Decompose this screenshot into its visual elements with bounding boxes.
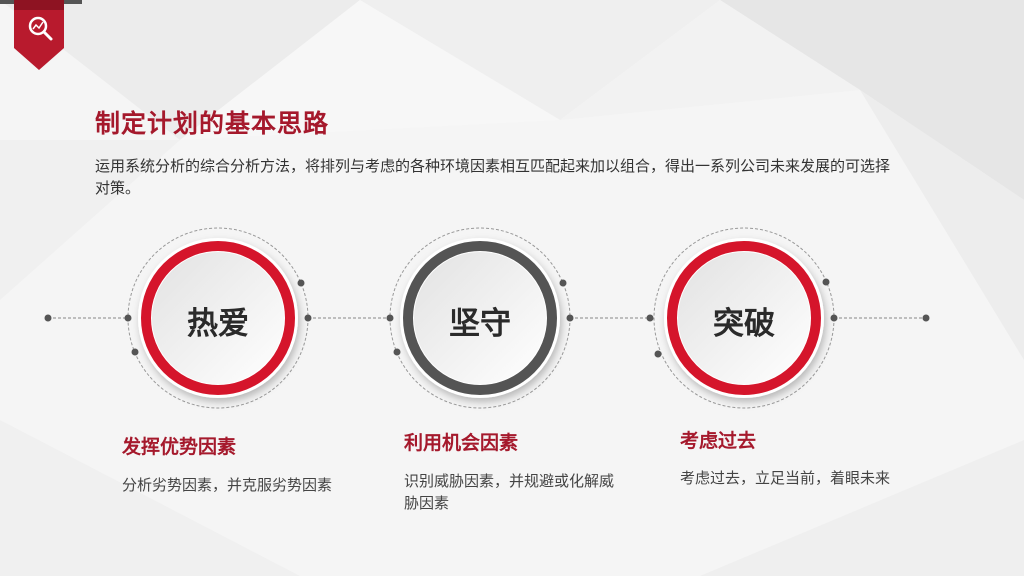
slide-title: 制定计划的基本思路 (95, 109, 330, 138)
slide-description: 运用系统分析的综合分析方法，将排列与考虑的各种环境因素相互匹配起来加以组合，得出… (95, 157, 891, 197)
three-circle-diagram (44, 227, 930, 409)
circle-label-1: 热爱 (187, 306, 249, 342)
connector-dot (922, 314, 930, 322)
item-text-2: 识别威胁因素，并规避或化解威胁因素 (404, 472, 615, 512)
circle-item-3 (646, 227, 838, 409)
circle-label-2: 坚守 (449, 306, 511, 342)
connector-dot (44, 314, 52, 322)
item-heading-3: 考虑过去 (680, 430, 757, 452)
circle-item-1 (124, 227, 312, 409)
item-text-1: 分析劣势因素，并克服劣势因素 (122, 476, 333, 494)
search-chart-icon (14, 0, 64, 70)
circle-label-3: 突破 (713, 306, 775, 342)
circle-item-2 (386, 227, 574, 409)
item-heading-1: 发挥优势因素 (122, 436, 237, 458)
item-heading-2: 利用机会因素 (404, 432, 519, 454)
item-text-3: 考虑过去，立足当前，着眼未来 (680, 469, 891, 487)
